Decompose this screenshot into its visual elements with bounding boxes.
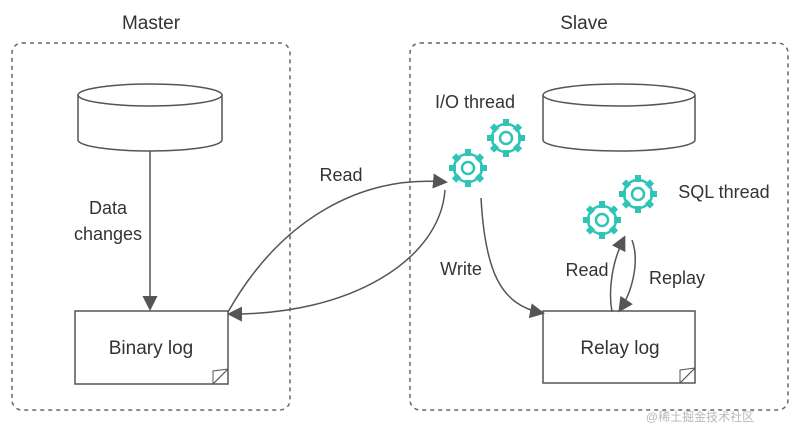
relay-log-label: Relay log [580, 338, 659, 359]
watermark: @稀土掘金技术社区 [646, 409, 754, 424]
slave-database-icon [542, 83, 696, 152]
relay-log-box [542, 310, 696, 384]
binary-log-box [74, 310, 229, 385]
data-changes-line-1: Data [89, 198, 128, 218]
slave-panel [409, 42, 789, 411]
read-binlog-arrow [227, 173, 448, 313]
data-changes-label-2: changes [74, 224, 142, 244]
data-changes-line-2: changes [74, 224, 142, 244]
sql-replay-arrow [618, 239, 636, 313]
binlog-to-io-arrow [227, 189, 446, 322]
write-arrow [480, 197, 545, 319]
replay-label: Replay [649, 268, 705, 288]
sql-read-label: Read [565, 260, 608, 280]
slave-title: Slave [560, 13, 608, 34]
data-changes-label: Data [89, 198, 128, 218]
binary-log-label: Binary log [109, 338, 194, 359]
master-title: Master [122, 13, 181, 34]
read-link-label: Read [319, 165, 362, 185]
master-database-icon [77, 83, 223, 152]
master-panel [11, 42, 291, 411]
sql-thread-gears-icon [581, 173, 659, 241]
write-label: Write [440, 259, 482, 279]
io-thread-label: I/O thread [435, 92, 515, 112]
io-thread-gears-icon [447, 117, 527, 189]
sql-thread-label: SQL thread [678, 182, 769, 202]
sql-read-arrow [609, 235, 626, 313]
